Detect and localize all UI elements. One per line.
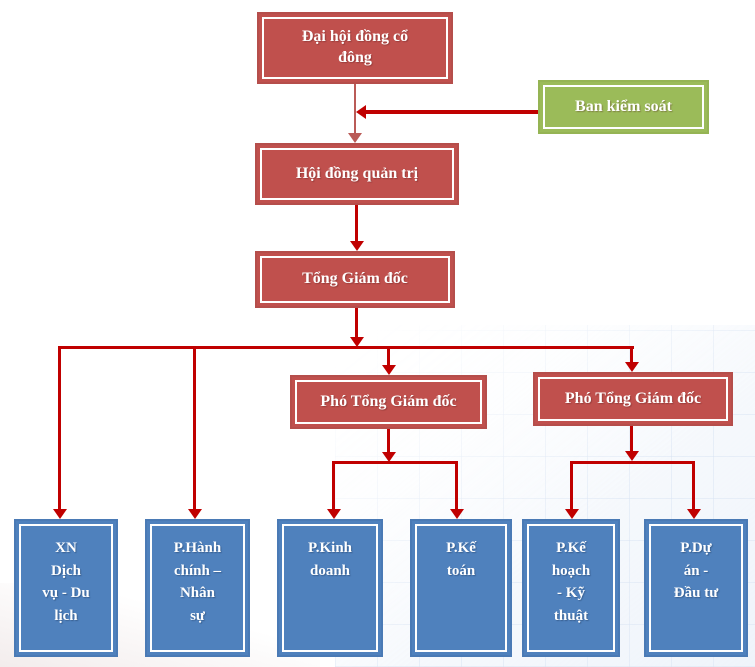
connector-supervisory-spine bbox=[366, 110, 538, 114]
node-supervisory-board: Ban kiểm soát bbox=[538, 80, 709, 134]
node-general-director-label: Tổng Giám đốc bbox=[302, 270, 408, 288]
connector-deputyleft-subrail bbox=[387, 429, 390, 453]
node-board-of-directors-label: Hội đồng quản trị bbox=[295, 164, 419, 182]
connector-deputyright-subrail bbox=[630, 426, 633, 452]
node-dept-planning-engineering: P.Kế hoạch - Kỹ thuật bbox=[522, 519, 620, 657]
connector-shareholders-board bbox=[354, 84, 356, 134]
arrowhead-down-icon bbox=[625, 362, 639, 372]
arrowhead-down-icon bbox=[450, 509, 464, 519]
node-shareholders-assembly-label: Đại hội đồng cổ đông bbox=[301, 28, 409, 66]
connector-director-rail bbox=[355, 308, 358, 338]
arrowhead-left-icon bbox=[356, 105, 366, 119]
node-dept-accounting-label: P.Kế toán bbox=[446, 540, 476, 579]
node-deputy-director-left-label: Phó Tổng Giám đốc bbox=[320, 392, 457, 410]
connector-main-rail bbox=[58, 346, 634, 349]
node-shareholders-assembly: Đại hội đồng cổ đông bbox=[257, 12, 453, 84]
connector-subrail-projects bbox=[692, 461, 695, 510]
connector-subrail-left bbox=[332, 461, 458, 464]
connector-rail-services bbox=[58, 346, 61, 510]
node-deputy-director-left: Phó Tổng Giám đốc bbox=[290, 375, 487, 429]
arrowhead-down-icon bbox=[565, 509, 579, 519]
node-board-of-directors: Hội đồng quản trị bbox=[255, 143, 459, 205]
arrowhead-down-icon bbox=[382, 365, 396, 375]
node-dept-services-tourism-label: XN Dịch vụ - Du lịch bbox=[42, 540, 90, 624]
node-dept-planning-engineering-label: P.Kế hoạch - Kỹ thuật bbox=[551, 540, 591, 624]
node-deputy-director-right: Phó Tổng Giám đốc bbox=[533, 372, 733, 426]
node-dept-admin-hr: P.Hành chính – Nhân sự bbox=[145, 519, 250, 657]
node-dept-business-label: P.Kinh doanh bbox=[307, 540, 353, 579]
connector-rail-deputy-right bbox=[630, 346, 633, 363]
arrowhead-down-icon bbox=[348, 133, 362, 143]
arrowhead-down-icon bbox=[625, 451, 639, 461]
arrowhead-down-icon bbox=[382, 452, 396, 462]
connector-rail-deputy-left bbox=[387, 346, 390, 366]
arrowhead-down-icon bbox=[53, 509, 67, 519]
node-dept-admin-hr-label: P.Hành chính – Nhân sự bbox=[173, 540, 222, 624]
node-supervisory-board-label: Ban kiểm soát bbox=[575, 97, 672, 115]
node-general-director: Tổng Giám đốc bbox=[255, 251, 455, 308]
connector-subrail-business bbox=[332, 461, 335, 510]
arrowhead-down-icon bbox=[327, 509, 341, 519]
connector-board-director bbox=[355, 205, 358, 242]
connector-rail-adminhr bbox=[193, 346, 196, 510]
arrowhead-down-icon bbox=[687, 509, 701, 519]
connector-subrail-accounting bbox=[455, 461, 458, 510]
arrowhead-down-icon bbox=[350, 337, 364, 347]
node-dept-projects-investment-label: P.Dự án - Đầu tư bbox=[673, 540, 719, 601]
connector-subrail-right bbox=[570, 461, 695, 464]
node-dept-services-tourism: XN Dịch vụ - Du lịch bbox=[14, 519, 118, 657]
connector-subrail-planning bbox=[570, 461, 573, 510]
node-dept-business: P.Kinh doanh bbox=[277, 519, 383, 657]
node-deputy-director-right-label: Phó Tổng Giám đốc bbox=[564, 389, 702, 407]
arrowhead-down-icon bbox=[350, 241, 364, 251]
arrowhead-down-icon bbox=[188, 509, 202, 519]
node-dept-accounting: P.Kế toán bbox=[410, 519, 512, 657]
node-dept-projects-investment: P.Dự án - Đầu tư bbox=[644, 519, 748, 657]
